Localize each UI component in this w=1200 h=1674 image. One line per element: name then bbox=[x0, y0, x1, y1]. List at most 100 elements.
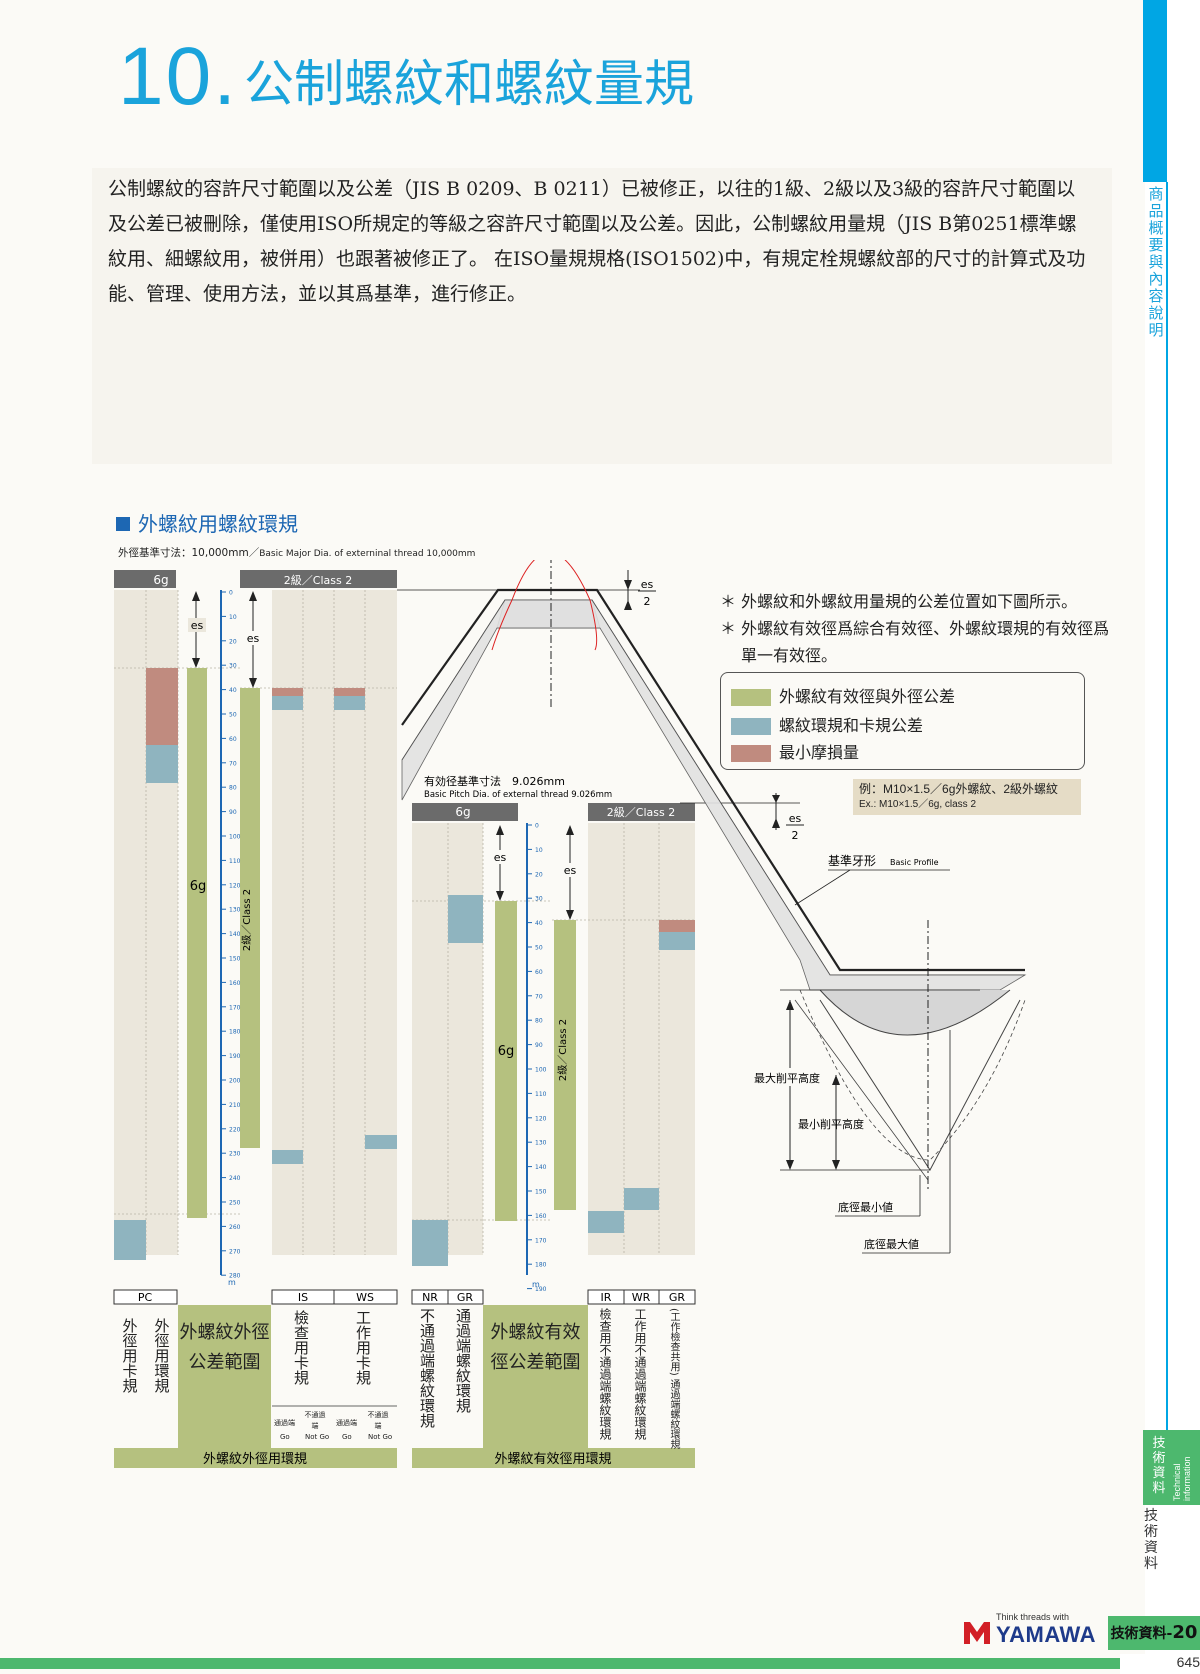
left-col-pc1-bg bbox=[114, 590, 146, 1255]
left-is-wear bbox=[272, 688, 303, 696]
example-box: 例：M10×1.5／6g外螺紋、2級外螺紋 Ex.: M10×1.5／6g, c… bbox=[853, 779, 1081, 815]
left-es-class2-text: es bbox=[247, 632, 260, 645]
scale-tick-label: 170 bbox=[229, 1004, 241, 1011]
label-wr: 工作用不通過端螺紋環規 bbox=[633, 1308, 647, 1440]
label-ws: 工作用卡規 bbox=[354, 1310, 372, 1385]
scale-tick-label: 100 bbox=[535, 1067, 547, 1074]
left-range-bg bbox=[178, 1305, 271, 1448]
scale-tick-label: 40 bbox=[535, 920, 543, 927]
right-footer-text: 外螺紋有效徑用環規 bbox=[494, 1452, 611, 1467]
section-number: 10. bbox=[118, 31, 238, 122]
scale-tick-label: 110 bbox=[535, 1091, 547, 1098]
notes: ＊ 外螺紋和外螺紋用量規的公差位置如下圖所示。 ＊ 外螺紋有效徑爲綜合有效徑、外… bbox=[720, 588, 1110, 669]
left-scale-unit: m bbox=[228, 1278, 236, 1287]
right-es-class2-text: es bbox=[564, 864, 577, 877]
right-header-class2 bbox=[588, 803, 695, 821]
left-pc1-gauge bbox=[114, 1220, 146, 1260]
left-class2-bar bbox=[240, 688, 260, 1148]
legend-item-tolerance: 外螺紋有效徑與外徑公差 bbox=[731, 683, 955, 707]
right-footer-bg bbox=[412, 1448, 695, 1468]
right-col-gr-text: GR bbox=[457, 1291, 474, 1304]
root-max-label: 底徑最大値 bbox=[864, 1237, 919, 1251]
right-header-6g-text: 6g bbox=[455, 805, 470, 819]
right-range-label: 外螺紋有效徑公差範圍 bbox=[490, 1322, 581, 1373]
scale-tick-label: 180 bbox=[229, 1029, 241, 1036]
left-ws-wear bbox=[334, 688, 365, 696]
scale-tick-label: 50 bbox=[229, 712, 237, 719]
left-class2-bar-text: 2級／Class 2 bbox=[240, 889, 253, 951]
right-ir-gauge bbox=[588, 1211, 624, 1233]
right-col-wr-text: WR bbox=[632, 1291, 651, 1304]
scale-tick-label: 120 bbox=[229, 882, 241, 889]
right-6g-bar-text: 6g bbox=[498, 1044, 515, 1059]
scale-tick-label: 10 bbox=[229, 614, 237, 621]
scale-tick-label: 170 bbox=[535, 1237, 547, 1244]
scale-tick-label: 150 bbox=[535, 1189, 547, 1196]
label-pc2: 外徑用環規 bbox=[152, 1318, 171, 1393]
left-header-6g-text: 6g bbox=[153, 573, 168, 587]
right-col-nr-text: NR bbox=[422, 1291, 438, 1304]
right-gr-gauge bbox=[448, 895, 483, 943]
scale-tick-label: 140 bbox=[229, 931, 241, 938]
tolerance-diagram: 6g 2級／Class 2 6g 2級／Class 2 bbox=[113, 560, 1027, 1468]
scale-tick-label: 120 bbox=[535, 1115, 547, 1122]
label-pc1: 外徑用卡規 bbox=[120, 1318, 139, 1393]
left-header-class2 bbox=[240, 570, 397, 588]
left-footer-bg bbox=[114, 1448, 397, 1468]
label-is: 檢查用卡規 bbox=[292, 1310, 310, 1385]
pitch-dia-note-en: Basic Pitch Dia. of external thread 9.02… bbox=[424, 790, 612, 800]
basic-profile-label: 基準牙形 bbox=[828, 853, 876, 868]
scale-tick-label: 30 bbox=[535, 896, 543, 903]
scale-tick-label: 190 bbox=[535, 1286, 547, 1293]
left-header-6g bbox=[114, 570, 176, 588]
right-nr-gauge bbox=[412, 1220, 448, 1266]
scale-tick-label: 100 bbox=[229, 834, 241, 841]
section-heading-text: 外螺紋用螺紋環規 bbox=[138, 512, 298, 536]
right-col-ir-text: IR bbox=[601, 1291, 612, 1304]
left-col-is-text: IS bbox=[298, 1291, 308, 1304]
max-flat-label: 最大削平高度 bbox=[754, 1071, 820, 1085]
scale-tick-label: 110 bbox=[229, 858, 241, 865]
scale-tick-label: 80 bbox=[535, 1018, 543, 1025]
right-header-class2-text: 2級／Class 2 bbox=[607, 806, 675, 819]
label-ir: 檢查用不通過端螺紋環規 bbox=[598, 1308, 612, 1440]
left-pc2-gauge bbox=[146, 745, 178, 783]
left-is-gauge-bottom bbox=[272, 1150, 303, 1164]
root-min-label: 底徑最小値 bbox=[838, 1200, 893, 1214]
right-chart: 有効径基準寸法 9.026mm Basic Pitch Dia. of exte… bbox=[411, 774, 696, 1468]
es-top-div: 2 bbox=[644, 595, 651, 608]
right-col-gr2-text: GR bbox=[669, 1291, 686, 1304]
left-footer-text: 外螺紋外徑用環規 bbox=[203, 1452, 307, 1467]
min-flat-label: 最小削平高度 bbox=[798, 1117, 864, 1131]
yamawa-logo[interactable]: Think threads with YAMAWA bbox=[962, 1612, 1095, 1650]
legend-item-gauge: 螺紋環規和卡規公差 bbox=[731, 712, 923, 736]
scale-tick-label: 140 bbox=[535, 1164, 547, 1171]
scale-tick-label: 20 bbox=[535, 871, 543, 878]
thread-profile: es 2 es 2 基準牙形 Basic Profile 最大削平高度 最小削平… bbox=[397, 560, 1027, 1254]
scale-tick-label: 190 bbox=[229, 1053, 241, 1060]
right-range-bg bbox=[483, 1305, 588, 1448]
scale-tick-label: 260 bbox=[229, 1224, 241, 1231]
left-range-label: 外螺紋外徑公差範圍 bbox=[179, 1322, 270, 1373]
scale-tick-label: 180 bbox=[535, 1262, 547, 1269]
scale-tick-label: 40 bbox=[229, 687, 237, 694]
side-category-label: 商品概要與內容說明 bbox=[1148, 185, 1164, 339]
label-gr: 通過端螺紋環規 bbox=[454, 1308, 472, 1413]
bottom-bar bbox=[0, 1658, 1200, 1669]
scale-tick-label: 90 bbox=[229, 809, 237, 816]
scale-tick-label: 250 bbox=[229, 1200, 241, 1207]
left-header-class2-text: 2級／Class 2 bbox=[284, 574, 352, 587]
example-en: Ex.: M10×1.5／6g, class 2 bbox=[859, 799, 977, 810]
scale-tick-label: 230 bbox=[229, 1151, 241, 1158]
section-heading: 外螺紋用螺紋環規 bbox=[116, 508, 298, 537]
note-1: ＊ 外螺紋和外螺紋用量規的公差位置如下圖所示。 bbox=[720, 592, 1078, 611]
scale-tick-label: 220 bbox=[229, 1126, 241, 1133]
tech-info-tab[interactable] bbox=[1143, 1430, 1200, 1505]
right-6g-bar bbox=[495, 901, 517, 1221]
yamawa-logo-icon bbox=[964, 1622, 990, 1644]
scale-tick-label: 200 bbox=[229, 1078, 241, 1085]
es-top-text: es bbox=[641, 578, 654, 591]
right-es-6g-text: es bbox=[494, 851, 507, 864]
left-ws-gauge-bottom bbox=[365, 1135, 397, 1149]
intro-paragraph: 公制螺紋的容許尺寸範圍以及公差（JIS B 0209、B 0211）已被修正，以… bbox=[108, 178, 1086, 305]
